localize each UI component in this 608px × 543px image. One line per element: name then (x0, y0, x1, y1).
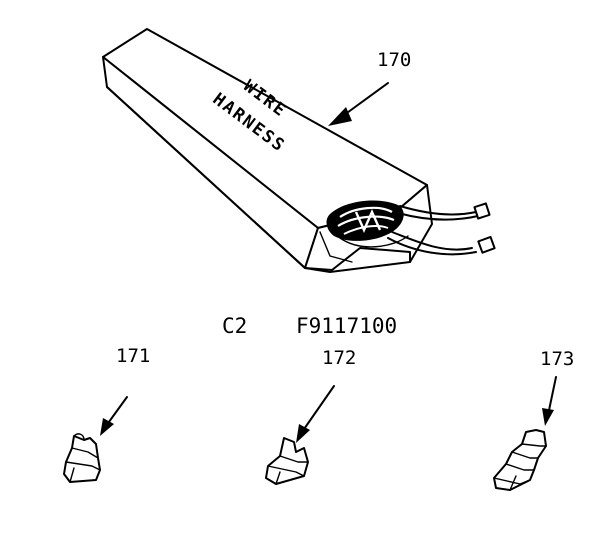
terminal-172 (265, 437, 309, 485)
terminal-173 (493, 429, 547, 491)
box-bottom-edge (106, 86, 306, 269)
wire-harness-box: WIRE HARNESS (102, 28, 496, 273)
arrow-170 (328, 82, 389, 126)
arrow-172 (296, 385, 335, 443)
terminal-171 (63, 433, 101, 483)
caption-part-number: F9117100 (296, 314, 397, 338)
lead-wires (387, 202, 496, 256)
caption-code: C2 (222, 314, 247, 338)
callout-171: 171 (116, 345, 150, 367)
callout-172: 172 (322, 347, 356, 369)
callout-173: 173 (540, 348, 574, 370)
box-flap-crease (319, 231, 353, 263)
callout-170: 170 (377, 49, 411, 71)
arrow-171 (100, 396, 128, 436)
box-lower-flap (304, 247, 411, 271)
coiled-wire-harness (326, 200, 409, 248)
arrow-173 (542, 376, 557, 426)
